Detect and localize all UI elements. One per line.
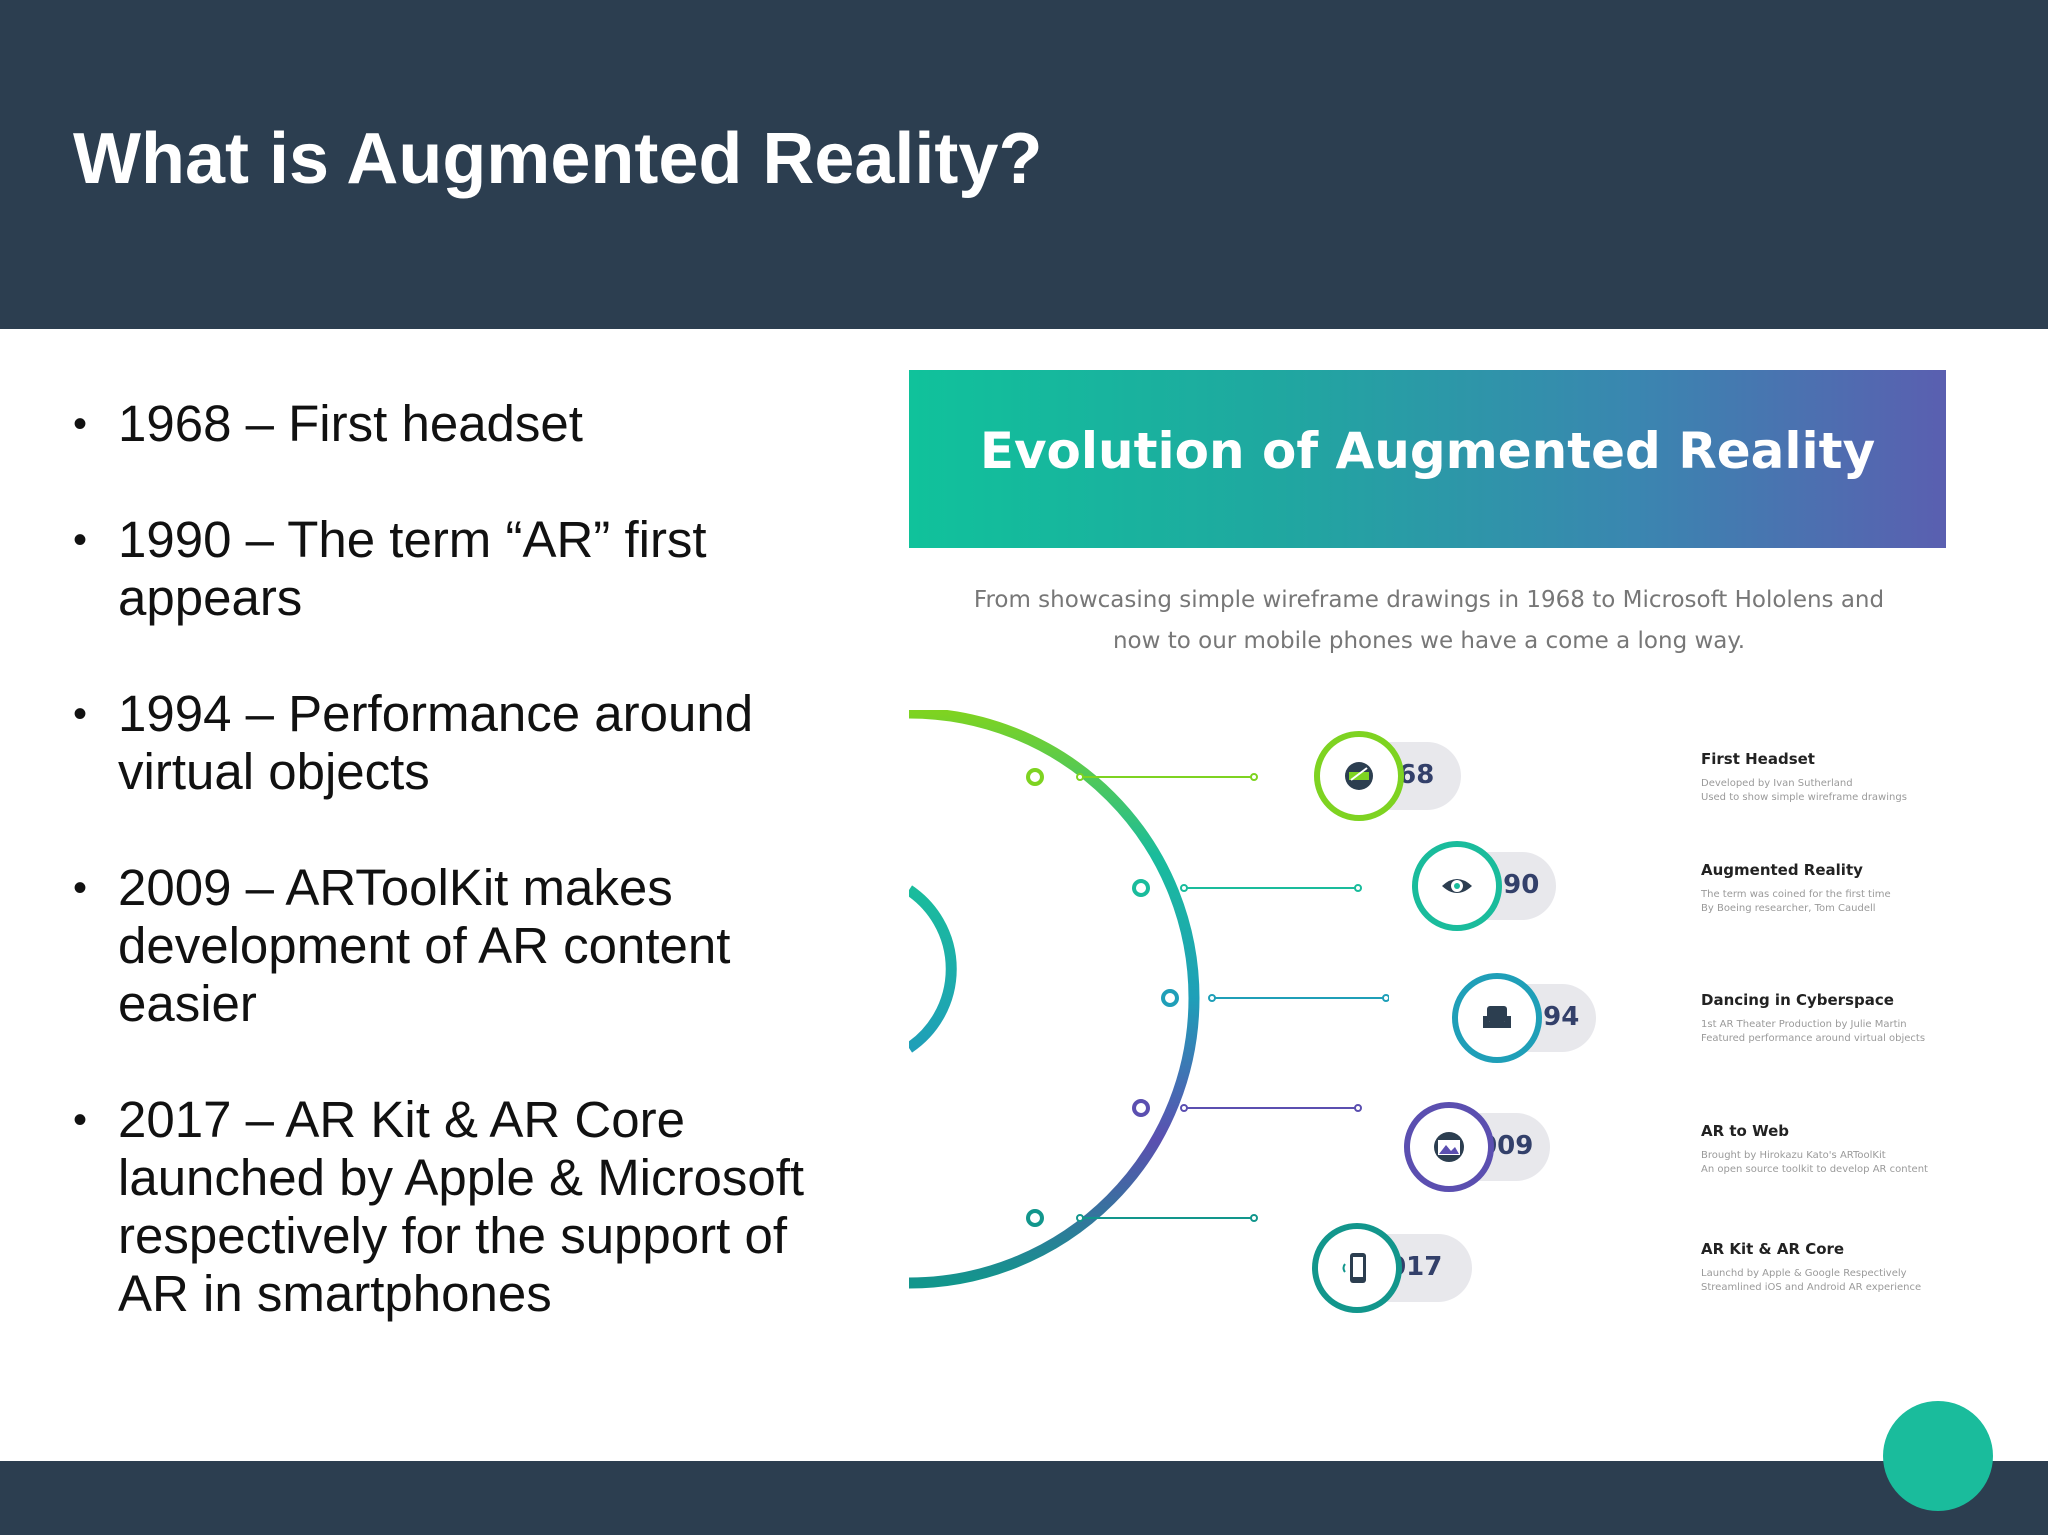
- bullet-item: 1994 – Performance around virtual object…: [73, 685, 853, 801]
- ar-evolution-infographic: Evolution of Augmented Reality From show…: [909, 370, 1946, 1313]
- event-title: Dancing in Cyberspace: [1701, 991, 1894, 1009]
- bullet-item: 2009 – ARToolKit makes development of AR…: [73, 859, 853, 1033]
- event-title: AR to Web: [1701, 1122, 1790, 1140]
- event-title: First Headset: [1701, 750, 1815, 768]
- headset-icon: [1314, 731, 1404, 821]
- event-description: Developed by Ivan Sutherland: [1701, 778, 1853, 789]
- event-title: Augmented Reality: [1701, 861, 1863, 879]
- header-bar: What is Augmented Reality?: [0, 0, 2048, 329]
- event-description: 1st AR Theater Production by Julie Marti…: [1701, 1019, 1907, 1030]
- slide-title: What is Augmented Reality?: [73, 119, 1043, 199]
- slide-accent-dot: [1883, 1401, 1993, 1511]
- event-description: The term was coined for the first time: [1701, 889, 1891, 900]
- event-description: Streamlined iOS and Android AR experienc…: [1701, 1282, 1922, 1293]
- event-description: An open source toolkit to develop AR con…: [1701, 1164, 1928, 1175]
- outer-arc: [909, 710, 1200, 1289]
- bullet-item: 2017 – AR Kit & AR Core launched by Appl…: [73, 1091, 853, 1323]
- event-description: Launchd by Apple & Google Respectively: [1701, 1268, 1907, 1279]
- eye-icon: [1412, 841, 1502, 931]
- bullet-item: 1990 – The term “AR” first appears: [73, 511, 853, 627]
- bullet-list: 1968 – First headset 1990 – The term “AR…: [73, 395, 853, 1381]
- web-image-icon: [1404, 1102, 1494, 1192]
- bullet-item: 1968 – First headset: [73, 395, 853, 453]
- event-description: Featured performance around virtual obje…: [1701, 1033, 1926, 1044]
- footer-bar: [0, 1461, 2048, 1535]
- infographic-title: Evolution of Augmented Reality: [979, 422, 1876, 480]
- theater-seat-icon: [1452, 973, 1542, 1063]
- smartphone-icon: [1312, 1223, 1402, 1313]
- timeline-arcs: [909, 710, 1389, 1289]
- connector-lines: [1026, 768, 1389, 1227]
- event-description: Used to show simple wireframe drawings: [1701, 792, 1907, 803]
- event-title: AR Kit & AR Core: [1701, 1240, 1845, 1258]
- inner-arc: [909, 885, 957, 1053]
- event-description: By Boeing researcher, Tom Caudell: [1701, 903, 1876, 914]
- infographic-subtitle: From showcasing simple wireframe drawing…: [973, 587, 1885, 654]
- infographic-banner: [909, 370, 1946, 548]
- event-description: Brought by Hirokazu Kato's ARToolKit: [1701, 1150, 1886, 1161]
